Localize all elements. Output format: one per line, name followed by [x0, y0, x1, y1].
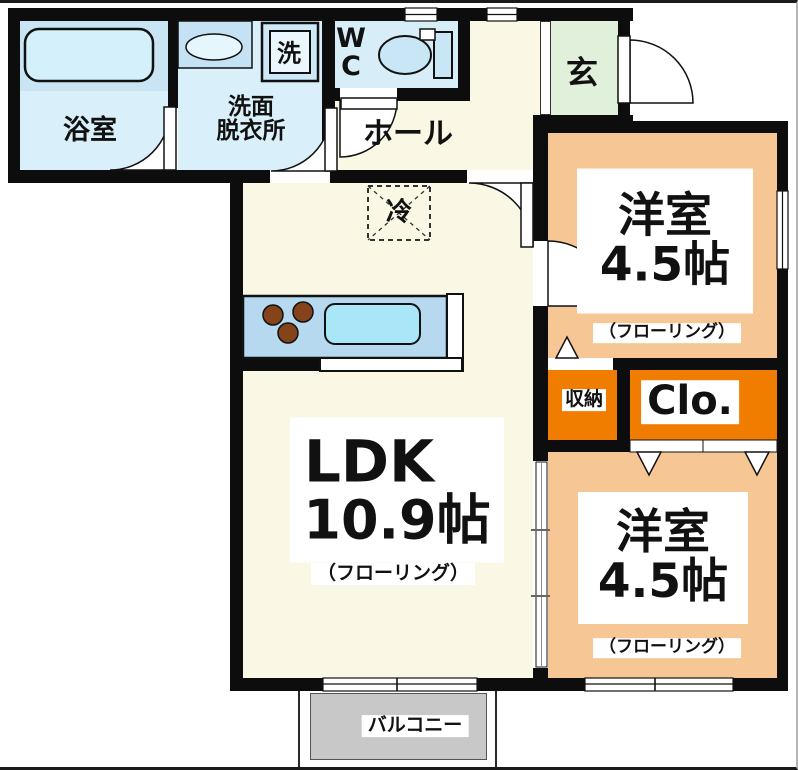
wall — [168, 17, 178, 170]
wall — [777, 121, 788, 691]
refrigerator-label: 冷 — [385, 197, 413, 228]
western-room-top-size: 4.5帖 — [599, 237, 731, 292]
door-opening — [533, 241, 548, 306]
closet-label: Clo. — [641, 380, 739, 424]
wall — [458, 17, 470, 101]
bathroom-label: 浴室 — [63, 114, 117, 146]
ldk-label: LDK 10.9帖 — [290, 417, 504, 563]
western-room-top-label: 洋室 4.5帖 — [577, 168, 753, 314]
wall — [8, 8, 633, 21]
entrance-step — [540, 21, 551, 115]
door-opening — [630, 440, 777, 452]
door-opening — [467, 170, 533, 183]
door-opening — [533, 461, 548, 668]
wc-label-line2: C — [341, 51, 361, 82]
door-opening — [548, 358, 613, 370]
ldk-name: LDK — [303, 427, 435, 496]
entrance-floor — [551, 21, 618, 115]
door-opening — [618, 36, 630, 103]
wall — [617, 370, 630, 440]
wc-label-line1: W — [336, 22, 366, 54]
wall — [8, 8, 20, 181]
western-room-bottom-label: 洋室 4.5帖 — [578, 492, 748, 624]
ldk-flooring-label: （フローリング） — [310, 563, 476, 585]
wall — [230, 170, 243, 691]
washroom-label-line1: 洗面 — [228, 94, 274, 121]
hall-floor-upper — [470, 21, 540, 170]
wall — [230, 678, 788, 691]
western-room-top-flooring-label: （フローリング） — [593, 323, 741, 343]
western-room-top-name: 洋室 — [618, 188, 712, 244]
door-opening — [340, 88, 397, 101]
laundry-label: 洗 — [277, 39, 301, 68]
kitchen-stub-wall — [243, 358, 320, 371]
western-room-bottom-flooring-label: （フローリング） — [593, 638, 741, 658]
wc-label: W C — [336, 22, 366, 82]
washroom-label: 洗面 脱衣所 — [216, 94, 286, 144]
entrance-label: 玄 — [565, 53, 599, 92]
ldk-size: 10.9帖 — [303, 488, 491, 552]
bathroom-tub-area — [20, 21, 168, 91]
western-room-bottom-name: 洋室 — [616, 505, 710, 561]
door-opening — [168, 108, 178, 170]
western-room-bottom-size: 4.5帖 — [597, 554, 729, 609]
wall — [548, 121, 788, 133]
storage-label: 収納 — [561, 389, 607, 411]
door-opening — [270, 170, 330, 183]
balcony-label: バルコニー — [361, 715, 469, 737]
washroom-label-line2: 脱衣所 — [216, 118, 286, 144]
hall-label: ホール — [363, 116, 453, 152]
